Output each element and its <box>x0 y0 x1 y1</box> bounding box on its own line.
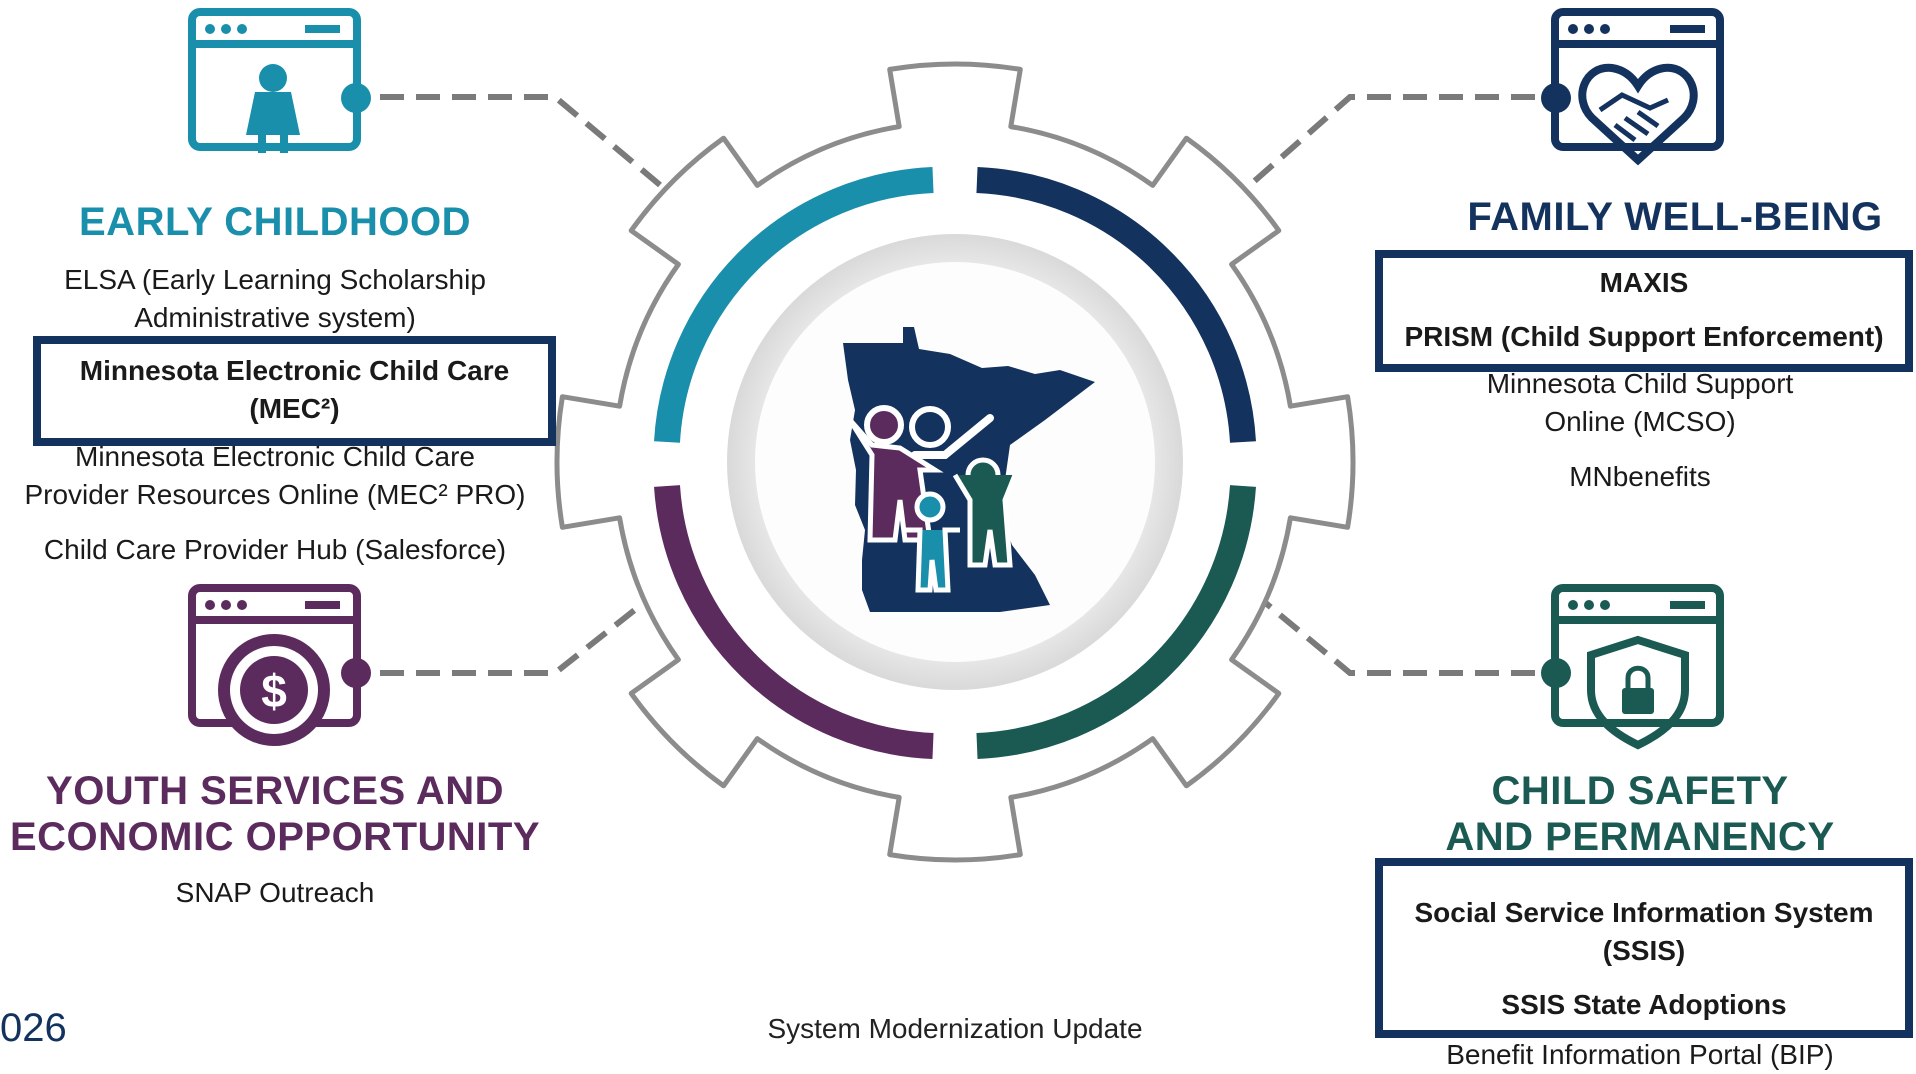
heart-handshake-window-icon <box>1541 8 1724 166</box>
footer-caption: System Modernization Update <box>767 1013 1143 1044</box>
ring-segment-early-childhood <box>654 167 934 443</box>
elsa-item: ELSA (Early Learning Scholarship Adminis… <box>30 261 520 337</box>
youth-title: YOUTH SERVICES AND ECONOMIC OPPORTUNITY <box>0 768 550 860</box>
svg-text:$: $ <box>261 665 287 717</box>
ring-segment-youth <box>654 485 934 759</box>
early-childhood-title: EARLY CHILDHOOD <box>79 200 471 244</box>
mcso-item: Minnesota Child Support Online (MCSO) <box>1390 365 1890 441</box>
minnesota-family-icon <box>843 327 1095 612</box>
shield-lock-window-icon <box>1541 584 1724 750</box>
prism-item: PRISM (Child Support Enforcement) <box>1404 321 1884 352</box>
mec-pro-line-1: Minnesota Electronic Child Care <box>75 441 475 472</box>
mcso-line-2: Online (MCSO) <box>1544 406 1736 437</box>
elsa-line-1: ELSA (Early Learning Scholarship <box>64 264 486 295</box>
ssis-line-2: (SSIS) <box>1602 935 1686 966</box>
page-number-fragment: 026 <box>0 1006 67 1050</box>
connector-lines <box>380 94 1535 676</box>
family-title: FAMILY WELL-BEING <box>1467 195 1883 239</box>
safety-title-line-2: AND PERMANENCY <box>1445 815 1835 859</box>
ring-segments <box>654 167 1256 759</box>
mcso-line-1: Minnesota Child Support <box>1486 368 1794 399</box>
mec-line-2: (MEC²) <box>249 393 340 424</box>
mnbenefits-item: MNbenefits <box>1569 461 1711 492</box>
youth-title-line-1: YOUTH SERVICES AND <box>46 769 504 813</box>
ring-segment-family <box>976 167 1256 443</box>
maxis-item: MAXIS <box>1599 267 1689 298</box>
mec-line-1: Minnesota Electronic Child Care <box>79 355 510 386</box>
connector-safety <box>1248 587 1535 676</box>
elsa-line-2: Administrative system) <box>134 302 416 333</box>
mec-highlight-box: Minnesota Electronic Child Care (MEC²) <box>33 336 556 446</box>
mec-pro-item: Minnesota Electronic Child Care Provider… <box>10 438 540 514</box>
ssis-adoptions-item: SSIS State Adoptions <box>1501 989 1787 1020</box>
bip-item: Benefit Information Portal (BIP) <box>1446 1039 1834 1070</box>
dollar-window-icon: $ <box>188 584 371 746</box>
youth-title-line-2: ECONOMIC OPPORTUNITY <box>9 815 541 859</box>
provider-hub-item: Child Care Provider Hub (Salesforce) <box>43 534 507 565</box>
ssis-line-1: Social Service Information System <box>1414 897 1874 928</box>
safety-title-line-1: CHILD SAFETY <box>1491 769 1789 813</box>
snap-outreach-item: SNAP Outreach <box>175 877 375 908</box>
connector-early-childhood <box>380 94 662 188</box>
mec-pro-line-2: Provider Resources Online (MEC² PRO) <box>24 479 526 510</box>
child-window-icon <box>188 8 371 153</box>
ring-segment-safety <box>976 485 1256 759</box>
family-highlight-box: MAXIS PRISM (Child Support Enforcement) <box>1375 250 1913 372</box>
safety-title: CHILD SAFETY AND PERMANENCY <box>1390 768 1890 860</box>
connector-family <box>1248 94 1535 188</box>
connector-youth <box>380 587 662 676</box>
safety-highlight-box: Social Service Information System (SSIS)… <box>1375 858 1913 1038</box>
